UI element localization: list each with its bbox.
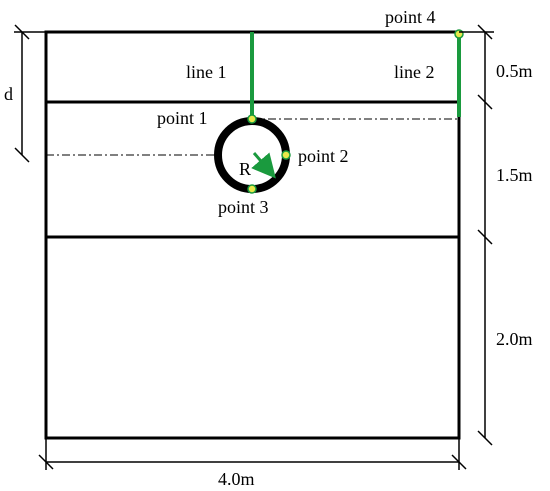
radius-label: R <box>239 159 251 179</box>
point-3-label: point 3 <box>218 197 269 217</box>
point-4-marker <box>454 29 464 39</box>
layer-1-thickness-label: 0.5m <box>496 61 533 81</box>
layer-3-thickness-label: 2.0m <box>496 329 533 349</box>
tunnel-lining <box>214 117 290 193</box>
line-2-label: line 2 <box>394 62 435 82</box>
point-1-marker <box>247 114 257 124</box>
width-label: 4.0m <box>218 469 255 489</box>
layer-2-thickness-label: 1.5m <box>496 165 533 185</box>
point-2-label: point 2 <box>298 146 349 166</box>
point-4-label: point 4 <box>385 7 436 27</box>
depth-dimension <box>14 24 46 163</box>
right-dimension-chain <box>459 24 494 446</box>
point-3-marker <box>247 184 257 194</box>
radius-arrow <box>251 152 276 179</box>
depth-label: d <box>4 84 13 104</box>
point-2-marker <box>281 150 291 160</box>
point-1-label: point 1 <box>157 108 208 128</box>
line-1-label: line 1 <box>186 62 227 82</box>
width-dimension <box>38 438 467 470</box>
